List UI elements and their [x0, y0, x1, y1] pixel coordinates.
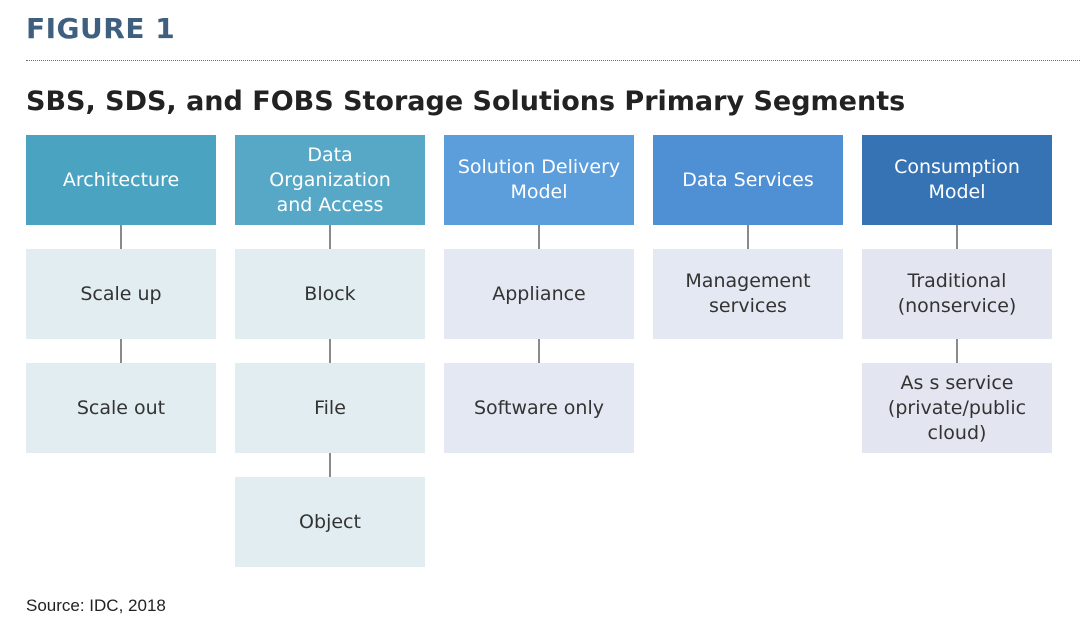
column-architecture: Architecture Scale up Scale out — [26, 135, 216, 453]
source-note: Source: IDC, 2018 — [26, 596, 166, 615]
segment-box: Traditional (nonservice) — [862, 249, 1052, 339]
segment-box: Scale out — [26, 363, 216, 453]
segment-box: Management services — [653, 249, 843, 339]
column-data-organization: Data Organization and Access Block File … — [235, 135, 425, 567]
column-header: Data Organization and Access — [235, 135, 425, 225]
segment-box: Software only — [444, 363, 634, 453]
column-solution-delivery: Solution Delivery Model Appliance Softwa… — [444, 135, 634, 453]
column-consumption-model: Consumption Model Traditional (nonservic… — [862, 135, 1052, 453]
divider-rule — [26, 60, 1080, 61]
connector-line — [329, 225, 331, 249]
connector-line — [747, 225, 749, 249]
connector-line — [329, 339, 331, 363]
column-header: Architecture — [26, 135, 216, 225]
segment-box: Block — [235, 249, 425, 339]
connector-line — [956, 225, 958, 249]
connector-line — [538, 339, 540, 363]
connector-line — [329, 453, 331, 477]
segment-box: Scale up — [26, 249, 216, 339]
segment-box: Appliance — [444, 249, 634, 339]
connector-line — [120, 339, 122, 363]
segment-box: File — [235, 363, 425, 453]
column-header: Solution Delivery Model — [444, 135, 634, 225]
column-header: Data Services — [653, 135, 843, 225]
diagram-title: SBS, SDS, and FOBS Storage Solutions Pri… — [26, 86, 906, 117]
connector-line — [956, 339, 958, 363]
segment-box: Object — [235, 477, 425, 567]
segment-box: As s service (private/public cloud) — [862, 363, 1052, 453]
column-data-services: Data Services Management services — [653, 135, 843, 339]
connector-line — [538, 225, 540, 249]
connector-line — [120, 225, 122, 249]
column-header: Consumption Model — [862, 135, 1052, 225]
figure-label: FIGURE 1 — [26, 12, 176, 45]
